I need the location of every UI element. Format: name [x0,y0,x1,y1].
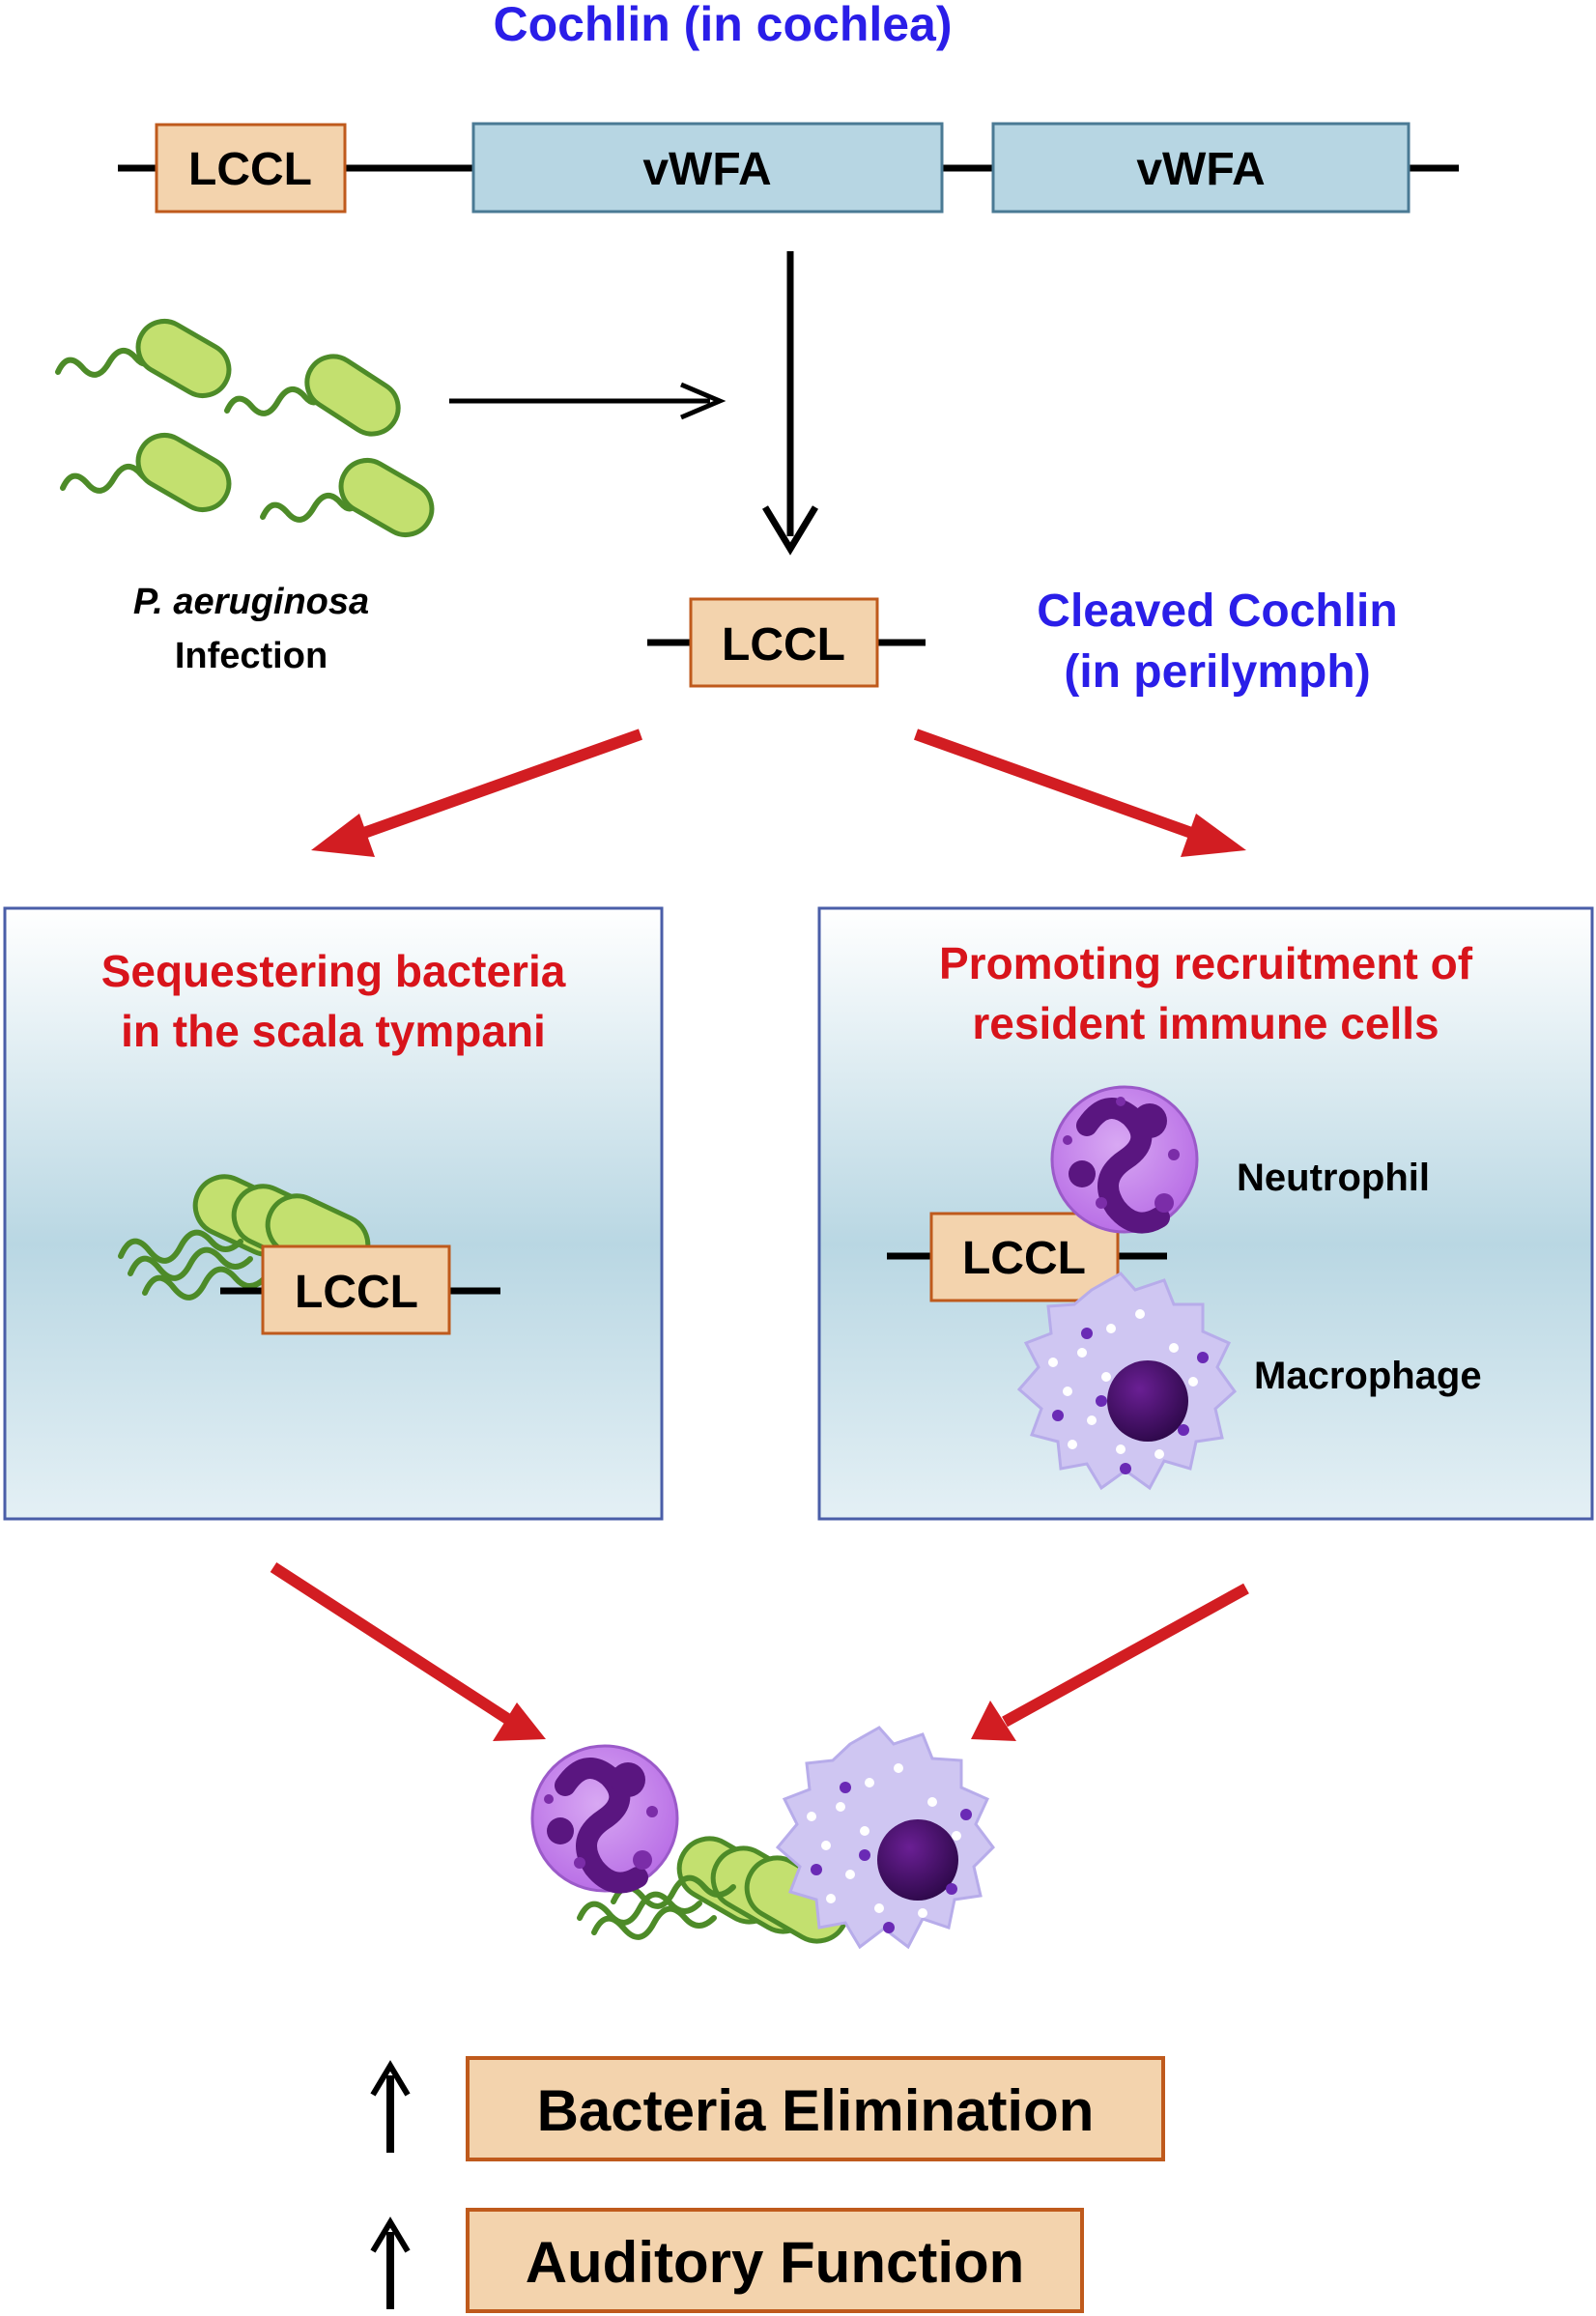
cleaved-cochlin-title-2: (in perilymph) [1064,646,1371,698]
sequestering-box [3,906,664,1521]
bacteria-cluster [55,319,435,537]
red-arrow-converge-right [971,1583,1249,1741]
outcome-label-1: Bacteria Elimination [537,2078,1095,2143]
infection-organism-label: P. aeruginosa [132,582,370,622]
bacterium-icon [260,458,435,537]
up-arrow-icon-2 [370,2216,411,2309]
left-lccl-domain: LCCL [220,1244,500,1335]
left-lccl-label: LCCL [295,1267,418,1318]
bacterium-icon [55,319,232,398]
red-arrow-converge-left [270,1561,546,1741]
neutrophil-label: Neutrophil [1237,1157,1430,1199]
sequestering-title-1: Sequestering bacteria [100,946,566,996]
bacterium-icon [60,433,232,512]
red-arrow-left [311,729,643,857]
recruitment-title-1: Promoting recruitment of [938,938,1473,988]
vwfa-domain-label-1: vWFA [642,144,771,195]
vwfa-domain-label-2: vWFA [1136,144,1265,195]
vwfa-domain-box-2 [991,122,1411,214]
macrophage-icon [1016,1272,1238,1491]
result-macrophage-icon [775,1726,995,1950]
cleaved-cochlin: LCCL [647,597,926,688]
outcome-box-1 [466,2056,1165,2161]
infection-arrow [449,382,727,420]
outcome-label-2: Auditory Function [526,2230,1025,2295]
cleaved-cochlin-title-1: Cleaved Cochlin [1037,586,1398,637]
cochlin-domain-structure: LCCL vWFA vWFA [118,122,1459,214]
cleaved-lccl-box [689,597,879,688]
lccl-domain-label: LCCL [188,144,312,195]
macrophage-label: Macrophage [1254,1355,1482,1397]
sequestering-title-2: in the scala tympani [121,1006,546,1056]
outcome-box-2 [466,2208,1084,2313]
title: Cochlin (in cochlea) [493,0,952,51]
bacterium-icon [224,354,401,437]
right-lccl-domain: LCCL [887,1212,1167,1302]
recruitment-title-2: resident immune cells [972,998,1439,1048]
vwfa-domain-box-1 [471,122,944,214]
result-neutrophil-icon [530,1744,679,1894]
infection-label: Infection [174,636,328,676]
red-arrow-right [913,729,1246,857]
lccl-domain-box [155,123,347,214]
cleavage-arrow [762,251,818,556]
up-arrow-icon-1 [370,2060,411,2153]
cleaved-lccl-label: LCCL [722,619,845,671]
right-lccl-label: LCCL [962,1233,1086,1284]
neutrophil-icon [1050,1085,1199,1234]
